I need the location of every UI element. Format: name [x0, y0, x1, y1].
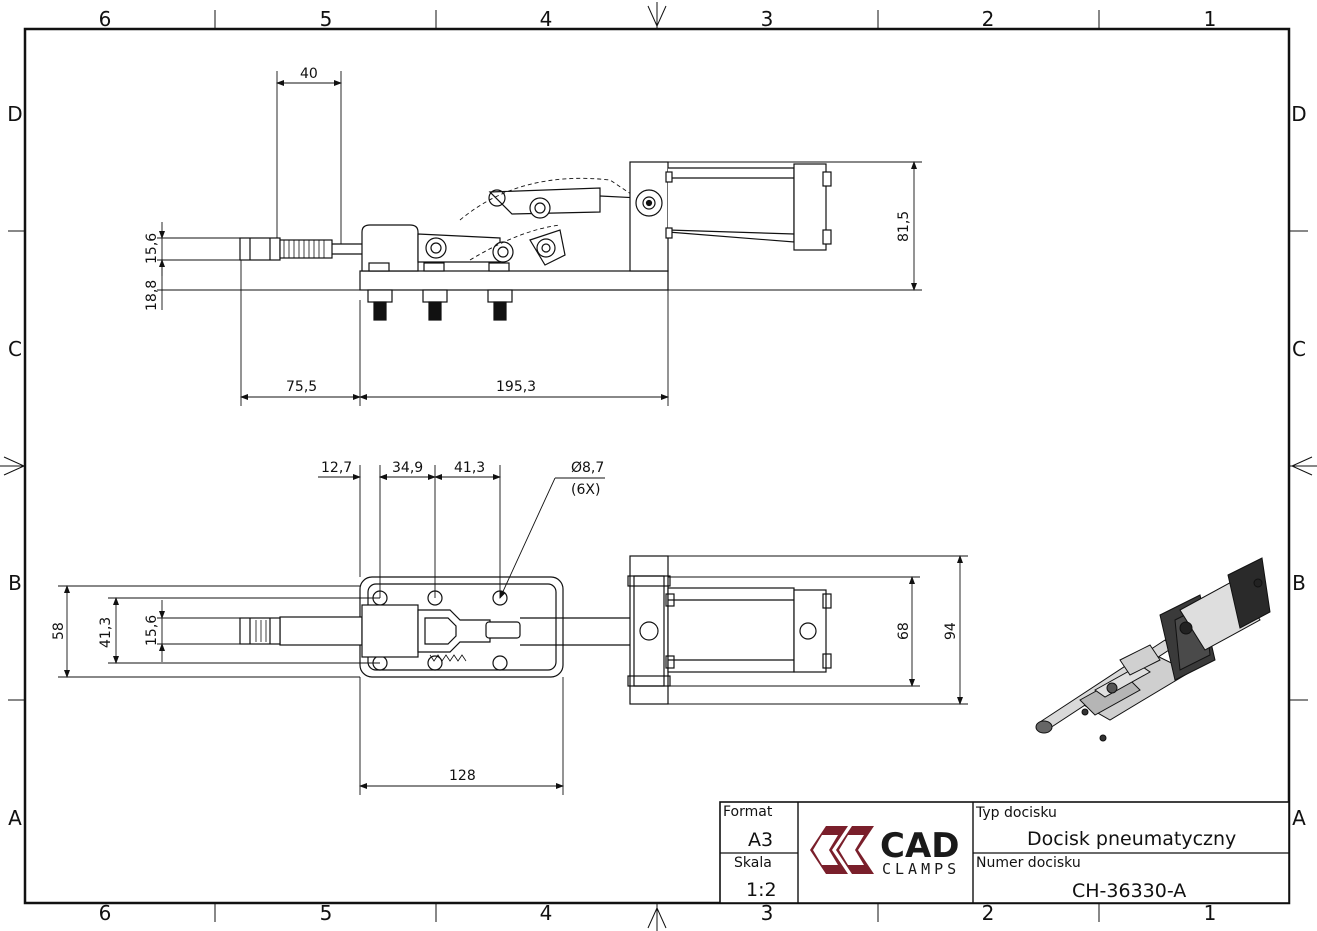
dim-hole-count: (6X)	[571, 482, 600, 498]
zone-labels: 6 5 4 3 2 1 6 5 4 3 2 1 D C B A D C B A	[7, 7, 1306, 925]
dim-195-3: 195,3	[496, 379, 536, 395]
zone-row-b-right: B	[1292, 571, 1306, 595]
side-view-drawing	[239, 161, 832, 321]
zone-row-d-right: D	[1291, 102, 1306, 126]
zone-col-1-top: 1	[1204, 7, 1217, 31]
scale-label: Skala	[734, 855, 772, 871]
zone-col-3-bottom: 3	[761, 901, 774, 925]
type-label: Typ docisku	[975, 805, 1057, 821]
zone-col-5-top: 5	[320, 7, 333, 31]
zone-col-2-bottom: 2	[982, 901, 995, 925]
dim-41-3-v: 41,3	[98, 617, 114, 648]
zone-col-1-bottom: 1	[1204, 901, 1217, 925]
zone-row-c-right: C	[1292, 337, 1306, 361]
number-value: CH-36330-A	[1072, 880, 1186, 902]
dim-128: 128	[449, 768, 476, 784]
dim-12-7: 12,7	[321, 460, 352, 476]
dim-81-5: 81,5	[896, 211, 912, 242]
format-value: A3	[748, 829, 773, 851]
zone-row-b-left: B	[8, 571, 22, 595]
side-view-dim-labels: 40 15,6 18,8 81,5 75,5 195,3	[144, 66, 912, 395]
zone-col-4-bottom: 4	[540, 901, 553, 925]
zone-col-5-bottom: 5	[320, 901, 333, 925]
dim-15-6-side: 15,6	[144, 233, 160, 264]
dim-18-8: 18,8	[144, 280, 160, 311]
top-view-dimensions	[58, 465, 968, 795]
top-view-drawing	[239, 555, 832, 705]
isometric-view	[1035, 557, 1271, 742]
dim-94: 94	[943, 622, 959, 640]
scale-value: 1:2	[746, 879, 777, 901]
zone-col-3-top: 3	[761, 7, 774, 31]
company-logo: CAD CLAMPS	[810, 826, 960, 878]
dim-68: 68	[896, 622, 912, 640]
dim-40: 40	[300, 66, 318, 82]
zone-col-6-top: 6	[99, 7, 112, 31]
dim-75-5: 75,5	[286, 379, 317, 395]
title-block-texts: Format A3 Skala 1:2 Typ docisku Docisk p…	[723, 804, 1236, 902]
side-view-dimensions	[157, 71, 922, 406]
dim-15-6-top: 15,6	[144, 615, 160, 646]
top-view-dim-labels: 12,7 34,9 41,3 Ø8,7 (6X) 58 41,3 15,6 68…	[51, 460, 959, 784]
dim-34-9: 34,9	[392, 460, 423, 476]
logo-cad-text: CAD	[880, 826, 960, 866]
dim-hole-diameter: Ø8,7	[571, 460, 604, 476]
dim-58: 58	[51, 622, 67, 640]
cad-clamps-logo-mark	[810, 826, 874, 874]
zone-row-d-left: D	[7, 102, 22, 126]
zone-row-c-left: C	[8, 337, 22, 361]
number-label: Numer docisku	[976, 855, 1081, 871]
logo-clamps-text: CLAMPS	[882, 860, 960, 878]
zone-row-a-left: A	[8, 806, 22, 830]
type-value: Docisk pneumatyczny	[1027, 828, 1236, 850]
format-label: Format	[723, 804, 773, 820]
dim-41-3-h: 41,3	[454, 460, 485, 476]
zone-col-4-top: 4	[540, 7, 553, 31]
zone-row-a-right: A	[1292, 806, 1306, 830]
zone-col-6-bottom: 6	[99, 901, 112, 925]
zone-col-2-top: 2	[982, 7, 995, 31]
